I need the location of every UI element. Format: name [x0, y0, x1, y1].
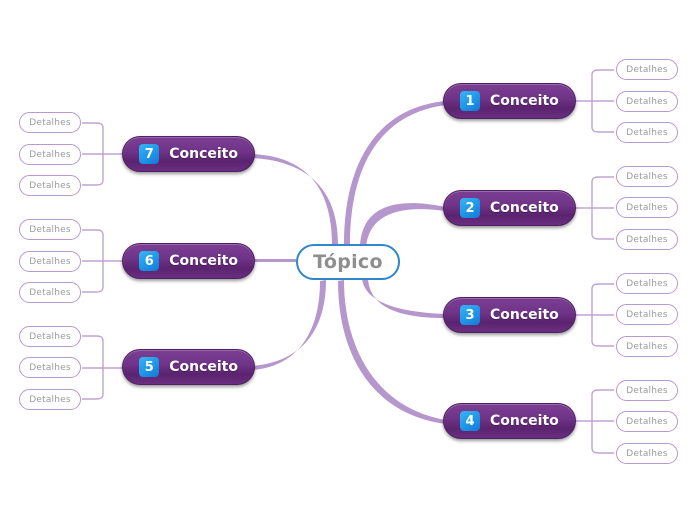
central-topic-label: Tópico [313, 251, 383, 273]
detail-label: Detalhes [626, 341, 668, 352]
detail-label: Detalhes [29, 224, 71, 235]
concept-badge-2: 2 [460, 198, 480, 218]
detail-label: Detalhes [29, 331, 71, 342]
detail-pill[interactable]: Detalhes [616, 443, 678, 464]
detail-pill[interactable]: Detalhes [19, 357, 81, 378]
detail-label: Detalhes [626, 448, 668, 459]
branch-to-node-4 [338, 280, 446, 424]
concept-badge-7: 7 [139, 144, 160, 164]
concept-label-7: Conceito [169, 146, 238, 162]
bracket-node-6 [82, 229, 125, 293]
detail-pill[interactable]: Detalhes [616, 197, 678, 218]
bracket-node-2 [570, 176, 614, 240]
detail-label: Detalhes [29, 117, 71, 128]
branch-to-node-3 [362, 278, 446, 318]
concept-node-7[interactable]: 7 Conceito [122, 136, 255, 172]
concept-node-5[interactable]: 5 Conceito [122, 349, 255, 385]
detail-label: Detalhes [626, 127, 668, 138]
detail-label: Detalhes [626, 64, 668, 75]
concept-node-6[interactable]: 6 Conceito [122, 243, 255, 279]
concept-badge-1: 1 [460, 91, 480, 111]
bracket-node-5 [82, 335, 125, 400]
bracket-node-3 [570, 283, 614, 347]
detail-pill[interactable]: Detalhes [616, 411, 678, 432]
detail-label: Detalhes [29, 287, 71, 298]
concept-label-1: Conceito [490, 93, 559, 109]
concept-label-3: Conceito [490, 307, 559, 323]
bracket-node-1 [570, 69, 614, 133]
detail-label: Detalhes [29, 149, 71, 160]
concept-badge-5: 5 [139, 357, 160, 377]
detail-pill[interactable]: Detalhes [616, 166, 678, 187]
detail-label: Detalhes [626, 278, 668, 289]
central-topic-node[interactable]: Tópico [296, 244, 400, 280]
detail-pill[interactable]: Detalhes [616, 59, 678, 80]
detail-label: Detalhes [626, 416, 668, 427]
detail-pill[interactable]: Detalhes [19, 389, 81, 410]
concept-badge-6: 6 [139, 251, 160, 271]
concept-node-3[interactable]: 3 Conceito [443, 297, 576, 333]
detail-pill[interactable]: Detalhes [616, 229, 678, 250]
detail-pill[interactable]: Detalhes [19, 326, 81, 347]
detail-pill[interactable]: Detalhes [19, 112, 81, 133]
concept-badge-3: 3 [460, 305, 480, 325]
detail-pill[interactable]: Detalhes [616, 336, 678, 357]
detail-label: Detalhes [29, 180, 71, 191]
concept-label-4: Conceito [490, 413, 559, 429]
detail-pill[interactable]: Detalhes [19, 282, 81, 303]
detail-label: Detalhes [626, 309, 668, 320]
detail-pill[interactable]: Detalhes [616, 304, 678, 325]
branch-to-node-1 [344, 101, 446, 244]
detail-pill[interactable]: Detalhes [19, 175, 81, 196]
detail-pill[interactable]: Detalhes [616, 273, 678, 294]
detail-label: Detalhes [626, 234, 668, 245]
detail-pill[interactable]: Detalhes [19, 219, 81, 240]
concept-label-6: Conceito [169, 253, 238, 269]
detail-label: Detalhes [626, 202, 668, 213]
concept-node-2[interactable]: 2 Conceito [443, 190, 576, 226]
detail-label: Detalhes [626, 385, 668, 396]
branch-to-node-7 [252, 154, 338, 244]
detail-label: Detalhes [29, 256, 71, 267]
concept-node-4[interactable]: 4 Conceito [443, 403, 576, 439]
detail-pill[interactable]: Detalhes [19, 144, 81, 165]
concept-label-5: Conceito [169, 359, 238, 375]
detail-pill[interactable]: Detalhes [616, 380, 678, 401]
detail-label: Detalhes [626, 96, 668, 107]
concept-label-2: Conceito [490, 200, 559, 216]
detail-pill[interactable]: Detalhes [19, 251, 81, 272]
branch-to-node-6 [252, 259, 296, 262]
detail-label: Detalhes [626, 171, 668, 182]
concept-node-1[interactable]: 1 Conceito [443, 83, 576, 119]
branch-to-node-2 [360, 203, 446, 247]
bracket-node-4 [570, 389, 614, 454]
detail-label: Detalhes [29, 394, 71, 405]
concept-badge-4: 4 [460, 411, 480, 431]
detail-label: Detalhes [29, 362, 71, 373]
detail-pill[interactable]: Detalhes [616, 91, 678, 112]
branch-to-node-5 [252, 280, 326, 370]
detail-pill[interactable]: Detalhes [616, 122, 678, 143]
bracket-node-7 [82, 122, 125, 186]
